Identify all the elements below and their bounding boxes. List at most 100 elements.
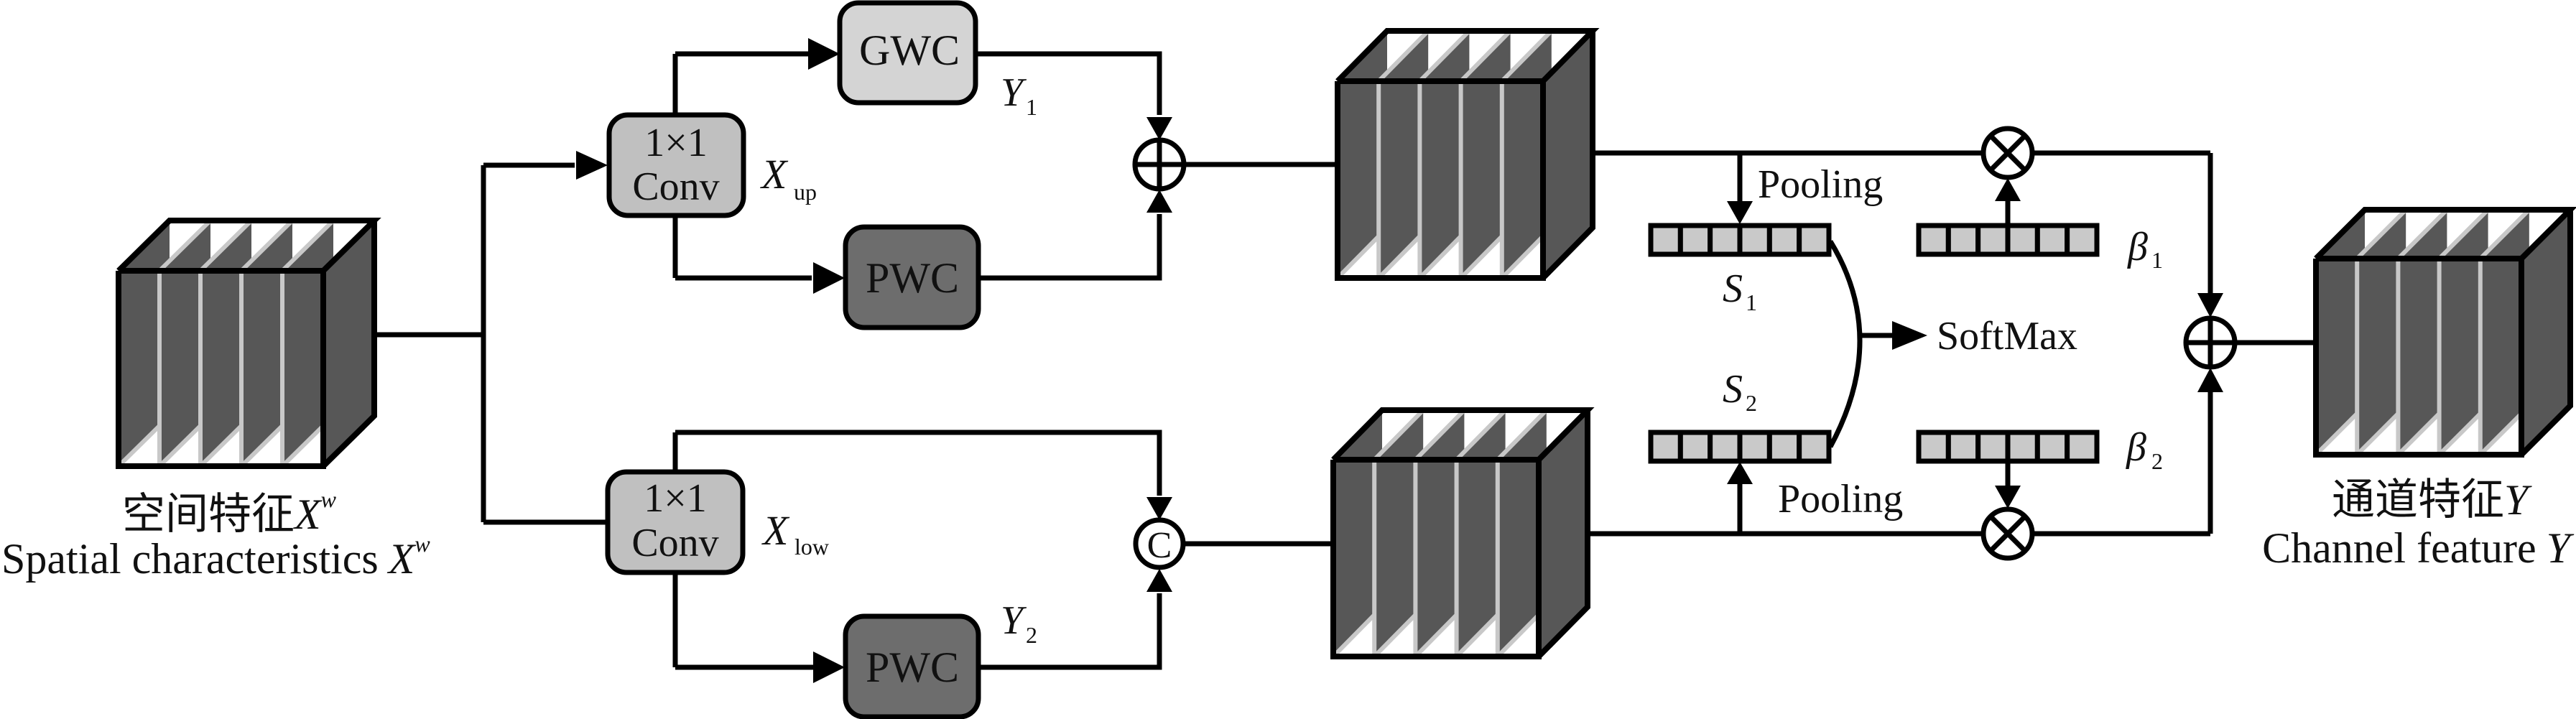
cube-slice (119, 271, 157, 466)
arrowhead-icon (1892, 321, 1927, 350)
input-label-cn: 空间特征Xw (122, 486, 337, 538)
vector-cell (1916, 430, 1951, 464)
cube-slice (2480, 259, 2519, 455)
upper-branch: 1×1 Conv X up GWC PWC Y 1 (606, 0, 1338, 330)
softmax-label: SoftMax (1937, 314, 2077, 358)
vector-cell (1737, 223, 1772, 257)
vector-cell (2034, 430, 2070, 464)
pooling-top-label: Pooling (1758, 162, 1883, 207)
cube-slice (1460, 81, 1499, 278)
input-superscript: w (321, 486, 337, 512)
input-label-cn-text: 空间特征 (122, 491, 295, 538)
cube-slice-separator (2396, 208, 2449, 261)
cube-side-edge (321, 221, 377, 468)
concat-label: C (1147, 525, 1172, 566)
cube-slice (159, 271, 198, 466)
cube-side-edge (1541, 31, 1595, 280)
vector-cell (1648, 223, 1683, 257)
lower-branch: 1×1 Conv X low PWC Y 2 C (605, 430, 1333, 719)
cube-slice (1333, 460, 1372, 657)
upper-pwc-label: PWC (866, 254, 959, 302)
y1-subscript: 1 (1026, 94, 1037, 120)
output-symbol-en: Y (2547, 524, 2575, 572)
s2-symbol: S (1723, 367, 1743, 412)
s2-vector (1648, 430, 1832, 464)
cube-slice-separator (1373, 408, 1425, 462)
s1-vector (1648, 223, 1832, 257)
s1-symbol: S (1723, 266, 1743, 311)
cube-slice (2439, 259, 2478, 455)
arrowhead-icon (808, 38, 840, 70)
x-up-subscript: up (794, 179, 817, 205)
lower-conv-label-1: 1×1 (644, 476, 707, 521)
vector-cell (1766, 223, 1802, 257)
cube-slice-separator (2437, 208, 2490, 261)
input-label-en-text: Spatial characteristics (1, 535, 379, 583)
beta2-subscript: 2 (2151, 448, 2163, 474)
cube-side-face (1539, 410, 1588, 657)
vector-cell (1708, 430, 1743, 464)
cube-side-edge (2519, 210, 2573, 457)
arrowhead-icon (1146, 569, 1172, 592)
cube-slice (282, 271, 320, 466)
cube-slice-separator (1500, 29, 1553, 83)
cube-slice-separator (239, 218, 295, 273)
cube-slice-separator (2355, 208, 2408, 261)
cube-slice-separator (2478, 208, 2531, 261)
cube-slice (1501, 81, 1540, 278)
cube-slice (2398, 259, 2437, 455)
vector-cell (2005, 223, 2040, 257)
pooling-bottom-label: Pooling (1778, 477, 1903, 521)
vector-cell (1677, 430, 1713, 464)
input-feature-cube (116, 218, 381, 469)
cube-top-edge (1335, 28, 1600, 83)
vector-cell (2065, 430, 2100, 464)
vector-cell (2005, 430, 2040, 464)
upper-conv-label-2: Conv (632, 164, 719, 209)
cube-slice (2316, 259, 2355, 455)
input-symbol-en: X (387, 535, 417, 583)
arrowhead-icon (2197, 368, 2223, 392)
beta1-vector (1916, 223, 2100, 257)
arrowhead-icon (1995, 486, 2021, 509)
y2-symbol: Y (1001, 598, 1027, 643)
cube-top-edge (2314, 207, 2576, 261)
cube-side-face (1543, 31, 1593, 278)
cube-slice (2357, 259, 2396, 455)
arrowhead-icon (1995, 178, 2021, 201)
cube-slice (1374, 460, 1413, 657)
vector-cell (1677, 223, 1713, 257)
add-operator-icon (1132, 137, 1187, 192)
output-feature-cube (2313, 207, 2576, 458)
lower-pwc-label: PWC (866, 644, 959, 691)
pwc-to-add-line (978, 214, 1162, 281)
cube-slice (1456, 460, 1495, 657)
vector-cell (1797, 430, 1832, 464)
arrowhead-icon (813, 262, 845, 294)
vector-cell (1945, 223, 1981, 257)
cube-slice (200, 271, 238, 466)
input-connectors (374, 151, 608, 525)
cube-slice (1338, 81, 1376, 278)
cube-slice-separator (198, 218, 254, 273)
lower-conv-block (605, 469, 746, 575)
cube-slice-separator (1418, 29, 1471, 83)
skip-to-concat-line (675, 430, 1162, 496)
output-label-en-text: Channel feature (2262, 524, 2536, 572)
s2-subscript: 2 (1746, 390, 1757, 416)
output-label-cn-text: 通道特征 (2332, 476, 2504, 524)
upper-conv-block (606, 112, 746, 218)
cube-slice-separator (1377, 29, 1430, 83)
cube-slice-separator (1414, 408, 1466, 462)
concat-operator-icon: C (1133, 517, 1186, 570)
vector-cell (2065, 223, 2100, 257)
arrowhead-icon (1146, 117, 1172, 140)
arrowhead-icon (1146, 190, 1172, 213)
cube-slice (1497, 460, 1536, 657)
vector-cell (1648, 430, 1683, 464)
beta1-subscript: 1 (2151, 247, 2163, 273)
